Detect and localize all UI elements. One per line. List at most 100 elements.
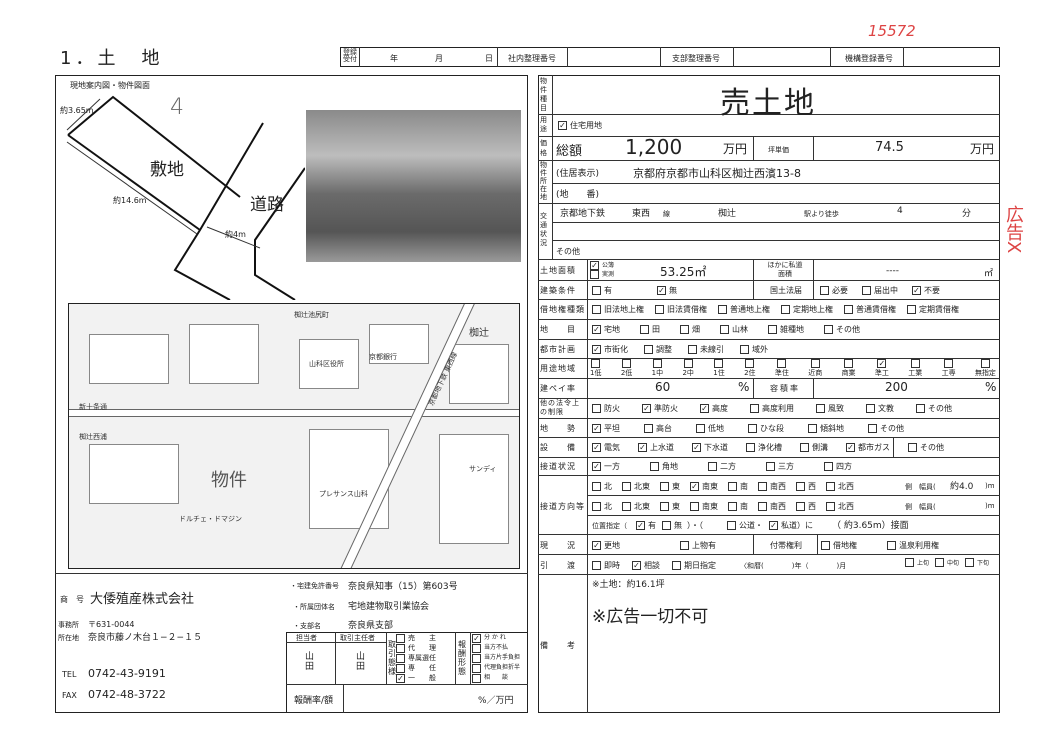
checkbox-item[interactable]: ✓都市ガス (846, 442, 890, 453)
checkbox-item[interactable]: 北 (592, 501, 612, 512)
checkbox-item[interactable]: 1中 (652, 359, 663, 378)
checkbox-item[interactable]: 期日指定 (672, 560, 716, 571)
checkbox-item[interactable]: 東 (660, 481, 680, 492)
checkbox-item[interactable]: 側溝 (800, 442, 828, 453)
checkbox-icon[interactable] (396, 643, 405, 653)
checkbox-icon[interactable] (796, 502, 805, 511)
checkbox-item[interactable]: 1低 (590, 359, 601, 378)
checkbox-item[interactable]: その他 (868, 423, 904, 434)
checkbox-item[interactable]: 売 主 (396, 633, 436, 643)
checkbox-icon[interactable] (887, 541, 896, 550)
checkbox-item[interactable]: 文教 (866, 403, 894, 414)
checked-box-icon[interactable]: ✓ (700, 404, 709, 413)
checkbox-icon[interactable] (781, 305, 790, 314)
checkbox-item[interactable]: ひな段 (748, 423, 784, 434)
checkbox-item[interactable]: 当方片手負担 (472, 653, 520, 663)
checkbox-item[interactable]: 南西 (758, 501, 786, 512)
checkbox-item[interactable]: 工業 (908, 359, 922, 378)
checkbox-icon[interactable] (750, 404, 759, 413)
checkbox-item[interactable]: 南西 (758, 481, 786, 492)
checkbox-icon[interactable] (652, 359, 662, 368)
checked-box-icon[interactable]: ✓ (592, 443, 601, 452)
checkbox-item[interactable]: ✓準工 (875, 359, 889, 378)
checkbox-icon[interactable] (935, 558, 945, 567)
checkbox-icon[interactable] (720, 325, 729, 334)
checkbox-item[interactable]: 代 理 (396, 643, 436, 653)
checkbox-item[interactable]: ✓平坦 (592, 423, 620, 434)
checkbox-icon[interactable] (660, 502, 669, 511)
checkbox-item[interactable]: ✓下水道 (692, 442, 728, 453)
checkbox-icon[interactable] (644, 424, 653, 433)
checkbox-item[interactable]: 借地権 (821, 540, 857, 551)
checkbox-item[interactable]: 公道・ (727, 520, 763, 531)
checkbox-item[interactable]: 2中 (682, 359, 694, 378)
checkbox-item[interactable]: 中旬 (935, 558, 959, 567)
checked-box-icon[interactable]: ✓ (396, 673, 405, 683)
checked-box-icon[interactable]: ✓ (592, 325, 601, 334)
checkbox-item[interactable]: 無指定 (975, 359, 996, 378)
checkbox-item[interactable]: 傾斜地 (808, 423, 844, 434)
checked-box-icon[interactable]: ✓ (592, 541, 601, 550)
checkbox-icon[interactable] (768, 325, 777, 334)
checkbox-item[interactable]: 風致 (816, 403, 844, 414)
checkbox-item[interactable]: ✓上水道 (638, 442, 674, 453)
checkbox-item[interactable]: 即時 (592, 560, 620, 571)
checkbox-item[interactable]: 定期賃借権 (907, 304, 959, 315)
checkbox-icon[interactable] (728, 502, 737, 511)
checkbox-item[interactable]: その他 (908, 442, 944, 453)
checkbox-icon[interactable] (844, 359, 854, 368)
checkbox-icon[interactable] (766, 462, 775, 471)
checkbox-item[interactable]: 南 (728, 481, 748, 492)
checkbox-icon[interactable] (672, 561, 681, 570)
checkbox-icon[interactable] (808, 424, 817, 433)
checkbox-item[interactable]: 温泉利用権 (887, 540, 939, 551)
checkbox-icon[interactable] (907, 305, 916, 314)
checkbox-icon[interactable] (696, 424, 705, 433)
checkbox-item[interactable]: 西 (796, 481, 816, 492)
checkbox-icon[interactable] (826, 482, 835, 491)
checkbox-item[interactable]: ✓住宅用地 (558, 120, 602, 131)
checkbox-item[interactable]: ✓有 (636, 520, 656, 531)
checkbox-icon[interactable] (745, 359, 755, 368)
checked-box-icon[interactable]: ✓ (636, 521, 645, 530)
checkbox-item[interactable]: 北東 (622, 481, 650, 492)
checkbox-item[interactable]: 高度利用 (750, 403, 794, 414)
checkbox-item[interactable]: 南東 (690, 501, 718, 512)
checkbox-item[interactable]: 無 (662, 520, 682, 531)
checkbox-item[interactable]: 調整 (644, 344, 672, 355)
checkbox-icon[interactable] (824, 462, 833, 471)
checkbox-item[interactable]: 相 談 (472, 673, 520, 683)
checkbox-icon[interactable] (718, 305, 727, 314)
checkbox-item[interactable]: 低地 (696, 423, 724, 434)
checkbox-icon[interactable] (472, 673, 481, 683)
checkbox-item[interactable]: 必要 (820, 285, 848, 296)
checked-box-icon[interactable]: ✓ (592, 424, 601, 433)
checkbox-item[interactable]: 当方不払 (472, 643, 520, 653)
checkbox-item[interactable]: ✓一 般 (396, 673, 436, 683)
checkbox-icon[interactable] (810, 359, 820, 368)
checkbox-item[interactable]: 域外 (740, 344, 768, 355)
checkbox-item[interactable]: ✓高度 (700, 403, 728, 414)
checkbox-item[interactable]: ✓市街化 (592, 344, 628, 355)
checkbox-icon[interactable] (650, 462, 659, 471)
checkbox-item[interactable]: ✓私道）に (769, 520, 813, 531)
checkbox-item[interactable]: 東 (660, 501, 680, 512)
checkbox-item[interactable]: 1住 (713, 359, 725, 378)
checked-box-icon[interactable]: ✓ (769, 521, 778, 530)
checkbox-icon[interactable] (800, 443, 809, 452)
checkbox-item[interactable]: 届出中 (862, 285, 898, 296)
checkbox-item[interactable]: 浄化槽 (746, 442, 782, 453)
checkbox-item[interactable]: 雑種地 (768, 324, 804, 335)
checkbox-item[interactable]: 工専 (942, 359, 956, 378)
checkbox-item[interactable]: ✓分 か れ (472, 633, 520, 643)
checkbox-item[interactable]: 専属選任 (396, 653, 436, 663)
checkbox-item[interactable]: 2住 (744, 359, 756, 378)
checkbox-icon[interactable] (644, 345, 653, 354)
checkbox-item[interactable]: 北 (592, 481, 612, 492)
checkbox-icon[interactable] (592, 404, 601, 413)
checkbox-item[interactable]: ✓一方 (592, 461, 620, 472)
checked-box-icon[interactable]: ✓ (692, 443, 701, 452)
checkbox-icon[interactable] (868, 424, 877, 433)
checkbox-item[interactable]: 畑 (680, 324, 700, 335)
checkbox-icon[interactable] (758, 502, 767, 511)
